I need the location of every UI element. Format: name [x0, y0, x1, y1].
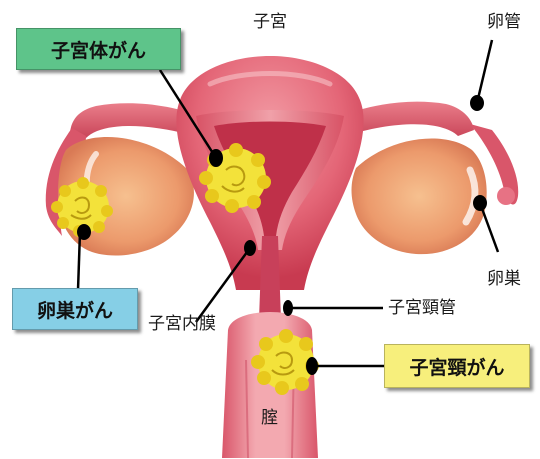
ovarian-cancer-callout: 卵巣がん — [12, 288, 138, 330]
uterine-cancer-callout: 子宮体がん — [16, 28, 181, 70]
cervical-canal-label: 子宮頸管 — [388, 300, 456, 317]
right-ovary — [352, 138, 487, 254]
vagina-label: 腟 — [261, 410, 278, 427]
ovary-label: 卵巣 — [487, 271, 521, 288]
cervical-cancer-callout: 子宮頸がん — [384, 344, 530, 388]
uterus-body — [176, 56, 363, 348]
endometrium-label: 子宮内膜 — [148, 316, 216, 333]
uterus-label: 子宮 — [253, 14, 287, 31]
fallopian-tube-label: 卵管 — [487, 14, 521, 31]
